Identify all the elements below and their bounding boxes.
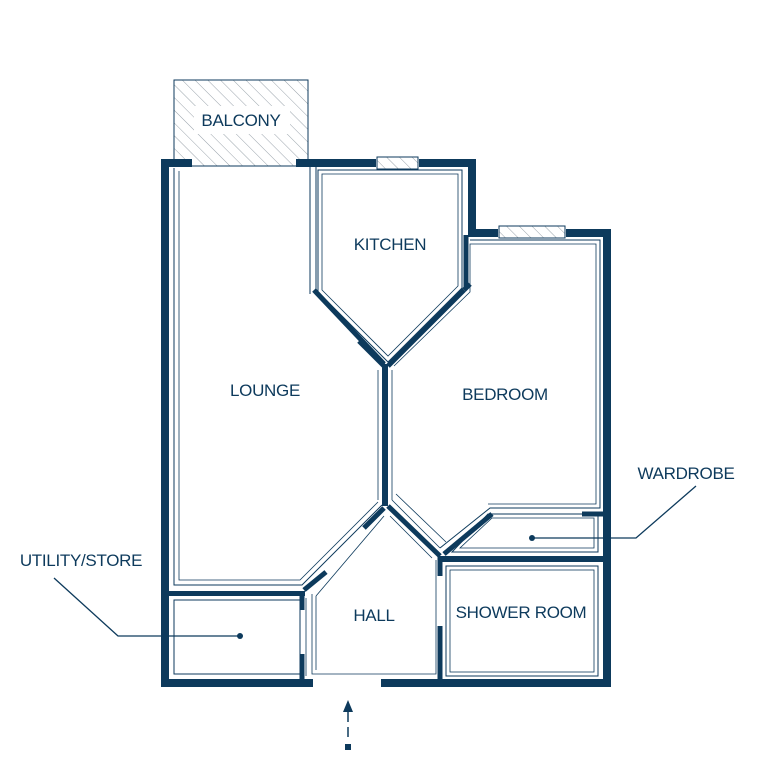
bedroom-window bbox=[498, 225, 566, 239]
exterior-walls bbox=[161, 159, 611, 687]
utility-leader bbox=[53, 577, 243, 639]
balcony-label: BALCONY bbox=[201, 111, 280, 130]
wardrobe-label: WARDROBE bbox=[637, 464, 734, 483]
interior-walls bbox=[169, 167, 604, 680]
wardrobe-leader bbox=[529, 485, 697, 541]
entrance-arrow-icon bbox=[343, 700, 353, 750]
balcony bbox=[173, 79, 309, 167]
hall-label: HALL bbox=[353, 606, 394, 625]
lounge-label: LOUNGE bbox=[230, 381, 300, 400]
kitchen-window bbox=[376, 156, 419, 170]
kitchen-label: KITCHEN bbox=[354, 235, 427, 254]
utility-store-label: UTILITY/STORE bbox=[20, 551, 142, 570]
bedroom-label: BEDROOM bbox=[462, 385, 548, 404]
shower-room-label: SHOWER ROOM bbox=[456, 603, 587, 622]
